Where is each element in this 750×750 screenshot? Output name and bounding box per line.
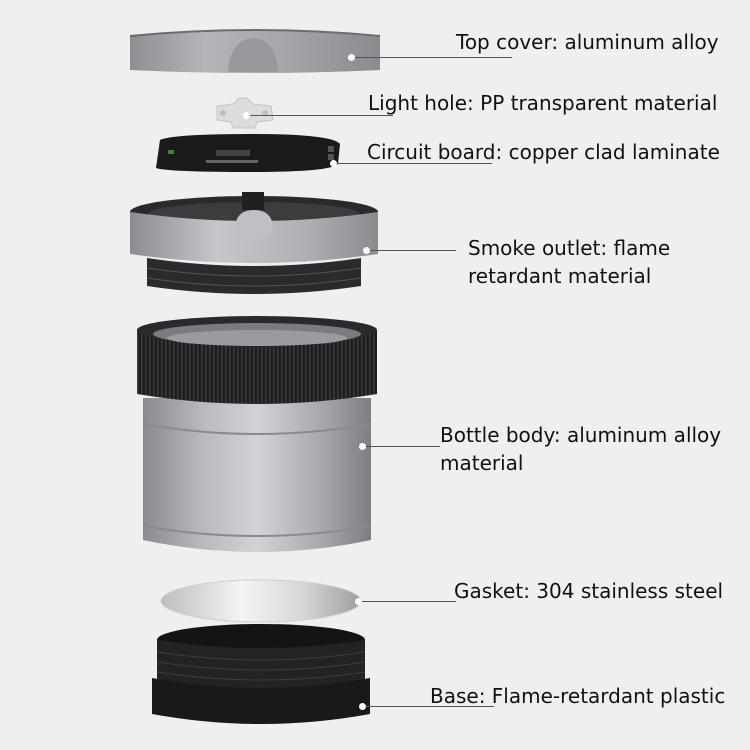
base-marker-dot (359, 703, 366, 710)
smoke-outlet-leader-line (370, 250, 456, 251)
gasket-part (158, 578, 364, 624)
bottle-body-marker-dot (359, 443, 366, 450)
smoke-outlet-label: Smoke outlet: flame retardant material (468, 234, 670, 290)
smoke-outlet-label-line2: retardant material (468, 264, 652, 288)
base-part (152, 622, 370, 734)
light-hole-leader-line (247, 115, 393, 116)
circuit-board-part (152, 134, 342, 174)
smoke-outlet-part (127, 192, 381, 302)
bottle-body-illustration (137, 316, 377, 552)
top-cover-marker-dot (348, 54, 355, 61)
smoke-outlet-label-line1: Smoke outlet: flame (468, 236, 671, 260)
gasket-leader-line (362, 601, 456, 602)
light-hole-label: Light hole: PP transparent material (368, 91, 718, 115)
circuit-board-marker-dot (330, 160, 337, 167)
top-cover-illustration (129, 29, 381, 73)
bottle-body-label-line2: material (440, 451, 524, 475)
top-cover-part (128, 22, 382, 74)
base-illustration (152, 624, 370, 724)
top-cover-label: Top cover: aluminum alloy (456, 30, 719, 54)
gasket-marker-dot (355, 598, 362, 605)
circuit-board-illustration (156, 134, 340, 172)
bottle-body-leader-line (366, 446, 440, 447)
light-hole-marker-dot (243, 112, 250, 119)
bottle-body-part (137, 314, 377, 564)
gasket-illustration (160, 579, 362, 623)
base-label: Base: Flame-retardant plastic (430, 684, 726, 708)
top-cover-leader-line (352, 57, 512, 58)
bottle-body-label-line1: Bottle body: aluminum alloy (440, 423, 722, 447)
circuit-board-label: Circuit board: copper clad laminate (367, 140, 720, 164)
circuit-board-leader-line (334, 163, 492, 164)
base-leader-line (366, 706, 494, 707)
gasket-label: Gasket: 304 stainless steel (454, 579, 724, 603)
smoke-outlet-illustration (130, 192, 378, 294)
smoke-outlet-marker-dot (363, 247, 370, 254)
bottle-body-label: Bottle body: aluminum alloy material (440, 421, 721, 477)
